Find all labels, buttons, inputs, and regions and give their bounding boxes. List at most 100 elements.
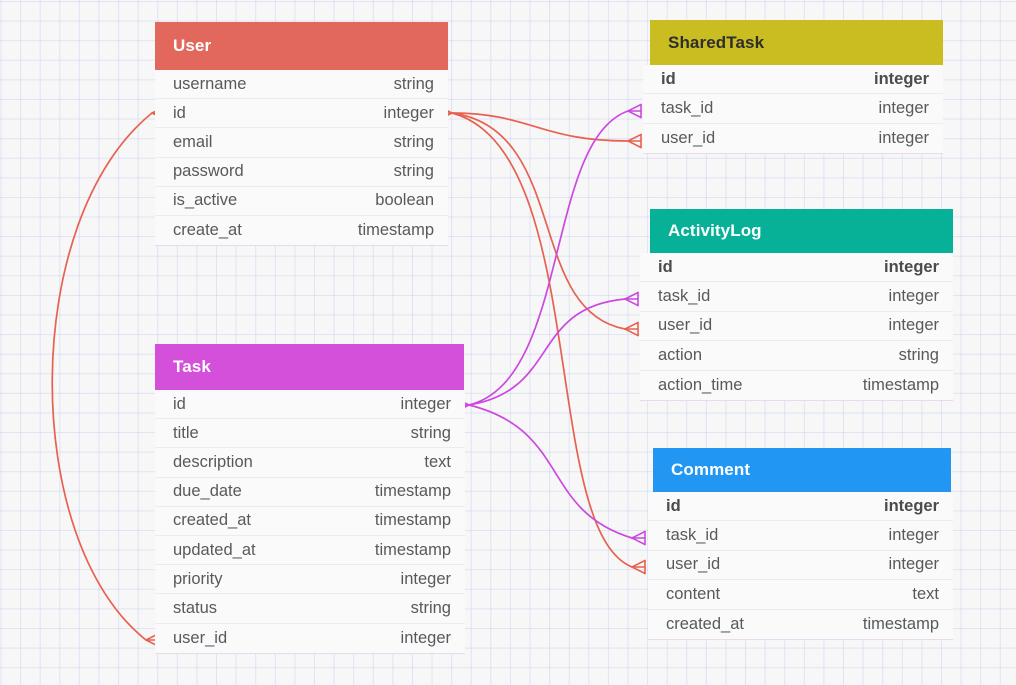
field-row[interactable]: action_time timestamp: [640, 370, 953, 400]
field-row[interactable]: password string: [155, 157, 448, 187]
field-row[interactable]: username string: [155, 70, 448, 100]
relationship-user-id-to-comment-user-id: [451, 112, 646, 575]
relationship-task-id-to-activitylog-task-id: [468, 291, 639, 406]
relationship-line: [451, 112, 633, 568]
field-name: task_id: [661, 99, 714, 118]
field-type: text: [424, 452, 451, 471]
field-row[interactable]: create_at timestamp: [155, 215, 448, 246]
field-type: timestamp: [862, 375, 939, 394]
field-row[interactable]: id integer: [648, 492, 953, 522]
field-row[interactable]: user_id integer: [648, 550, 953, 581]
field-type: integer: [888, 526, 939, 545]
field-type: timestamp: [374, 482, 451, 501]
field-type: timestamp: [357, 221, 434, 240]
field-type: integer: [883, 496, 939, 515]
field-name: user_id: [658, 316, 713, 335]
field-type: text: [912, 584, 939, 603]
field-type: string: [410, 423, 451, 442]
field-type: timestamp: [374, 540, 451, 559]
field-type: string: [393, 74, 434, 93]
field-type: string: [393, 132, 434, 151]
field-type: integer: [878, 128, 929, 147]
field-name: username: [173, 74, 247, 93]
relationship-line: [468, 404, 633, 539]
field-name: password: [173, 162, 244, 181]
field-type: integer: [883, 257, 939, 276]
relationship-line: [468, 298, 626, 406]
field-type: integer: [873, 69, 929, 88]
relationship-task-id-to-comment-task-id: [468, 404, 646, 546]
field-name: description: [173, 452, 253, 471]
entity-header-comment: Comment: [653, 448, 951, 492]
relationship-user-id-to-sharedtask-user-id: [438, 105, 642, 149]
field-name: id: [666, 496, 681, 515]
field-row[interactable]: user_id integer: [640, 311, 953, 342]
field-type: string: [898, 345, 939, 364]
field-type: integer: [888, 316, 939, 335]
field-name: id: [173, 103, 186, 122]
field-type: boolean: [375, 191, 434, 210]
field-type: string: [393, 162, 434, 181]
field-type: timestamp: [374, 511, 451, 530]
relationship-task-id-to-sharedtask-task-id: [455, 103, 642, 413]
field-name: user_id: [666, 555, 721, 574]
entity-header-sharedtask: SharedTask: [650, 20, 943, 65]
field-name: updated_at: [173, 540, 256, 559]
field-name: task_id: [666, 526, 719, 545]
field-type: integer: [888, 555, 939, 574]
field-row[interactable]: task_id integer: [648, 521, 953, 551]
relationship-line: [451, 112, 626, 330]
crowfoot-end-icon: [624, 291, 639, 307]
field-type: integer: [400, 569, 451, 588]
relationship-line: [468, 110, 629, 406]
field-row[interactable]: updated_at timestamp: [155, 535, 465, 566]
relationship-user-id-to-task-user-id: [51, 105, 166, 648]
field-name: action: [658, 345, 703, 364]
entity-header-user: User: [155, 22, 448, 70]
crowfoot-end-icon: [624, 321, 639, 337]
relationship-user-id-to-activitylog-user-id: [451, 112, 639, 337]
crowfoot-end-icon: [631, 530, 646, 546]
field-row[interactable]: id integer: [643, 65, 943, 95]
crowfoot-end-icon: [627, 103, 642, 119]
entity-header-task: Task: [155, 344, 464, 390]
field-name: id: [661, 69, 676, 88]
relationship-line: [451, 112, 629, 142]
field-name: action_time: [658, 375, 743, 394]
field-name: create_at: [173, 221, 242, 240]
field-name: task_id: [658, 287, 711, 306]
field-type: integer: [400, 628, 451, 647]
field-type: timestamp: [862, 614, 939, 633]
field-row[interactable]: description text: [155, 448, 465, 478]
field-row[interactable]: action string: [640, 341, 953, 371]
relationship-line: [51, 112, 153, 641]
field-type: integer: [400, 394, 451, 413]
